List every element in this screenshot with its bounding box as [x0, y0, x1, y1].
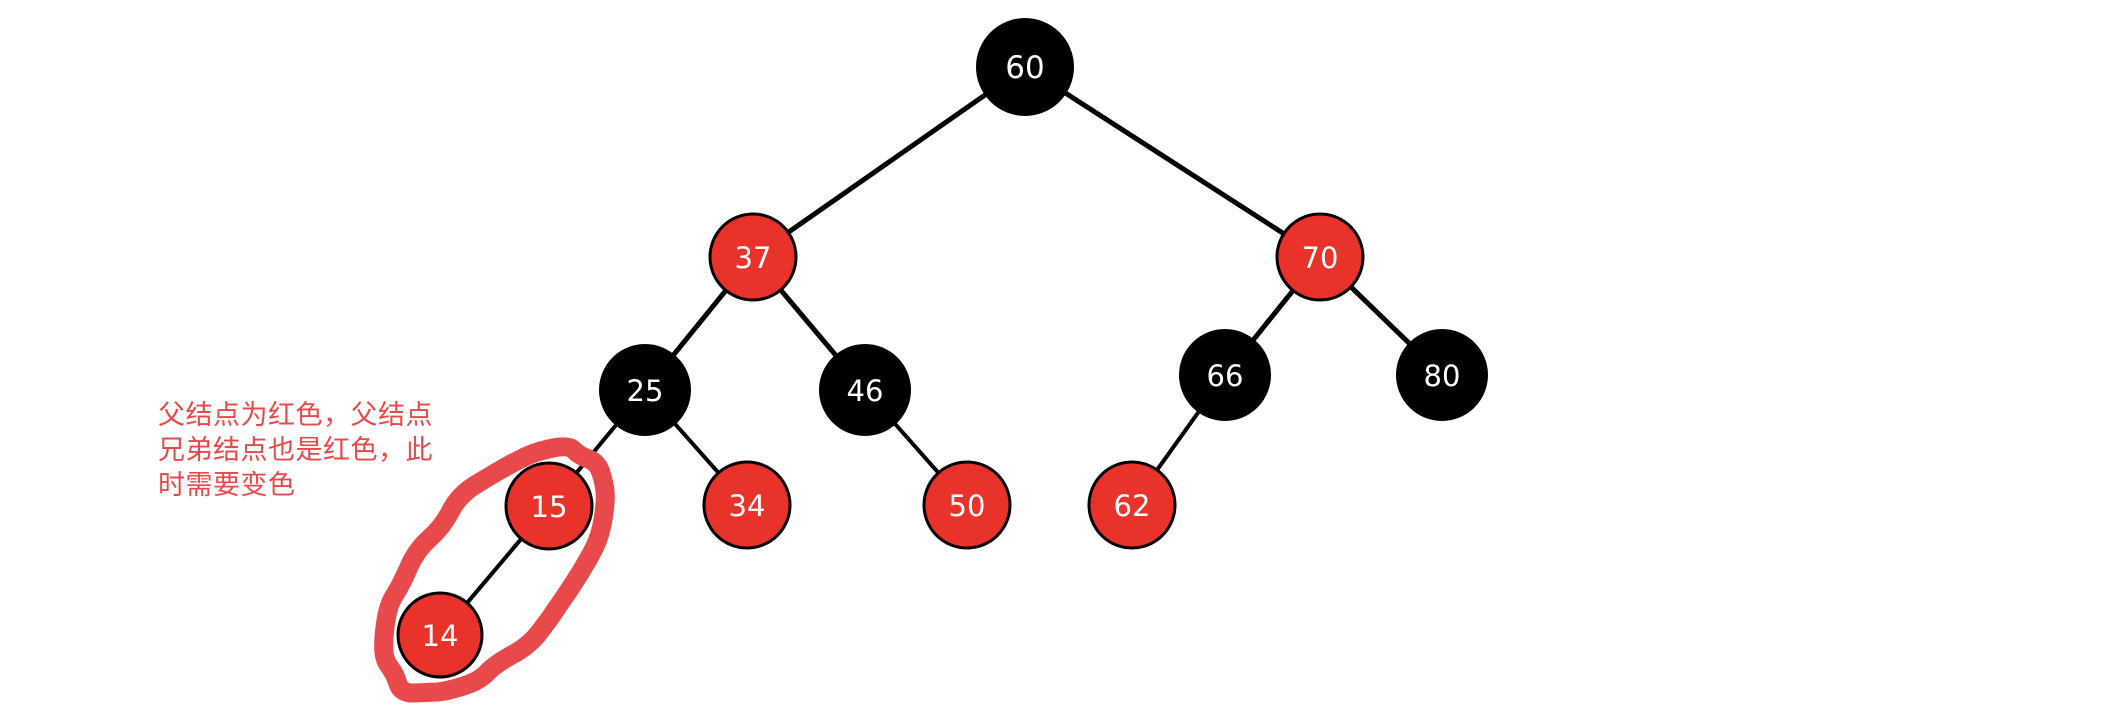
node-label-62: 62 — [1114, 489, 1151, 523]
tree-edge-60-37 — [783, 90, 991, 237]
tree-edge-70-80 — [1346, 282, 1415, 349]
node-circle-34 — [702, 460, 792, 550]
node-circle-66 — [1179, 329, 1271, 421]
tree-edge-60-70 — [1060, 88, 1289, 238]
tree-node-37[interactable]: 37 — [708, 212, 798, 302]
node-circle-50 — [922, 460, 1012, 550]
node-circle-14 — [396, 591, 484, 679]
tree-edge-66-62 — [1153, 407, 1203, 475]
node-circle-15 — [504, 461, 594, 551]
tree-node-15[interactable]: 15 — [504, 461, 594, 551]
node-label-15: 15 — [531, 490, 568, 524]
node-label-60: 60 — [1005, 50, 1044, 86]
node-circle-60 — [976, 18, 1074, 116]
annotation-highlight-layer — [374, 437, 615, 703]
tree-edge-37-25 — [668, 285, 731, 360]
annotation-oval-highlight — [374, 437, 615, 703]
tree-node-60[interactable]: 60 — [976, 18, 1074, 116]
node-circle-37 — [708, 212, 798, 302]
tree-node-25[interactable]: 25 — [599, 344, 691, 436]
tree-edges-layer — [463, 88, 1415, 608]
node-label-46: 46 — [847, 374, 884, 408]
tree-node-34[interactable]: 34 — [702, 460, 792, 550]
node-circle-46 — [819, 344, 911, 436]
node-circle-70 — [1275, 212, 1365, 302]
tree-node-66[interactable]: 66 — [1179, 329, 1271, 421]
node-label-66: 66 — [1207, 359, 1244, 393]
node-circle-80 — [1396, 329, 1488, 421]
tree-nodes-layer: 60 37 70 25 46 66 80 15 34 50 62 14 — [396, 18, 1488, 679]
node-circle-62 — [1087, 460, 1177, 550]
tree-edge-15-14 — [463, 534, 526, 608]
tree-edge-46-50 — [890, 419, 943, 478]
tree-node-80[interactable]: 80 — [1396, 329, 1488, 421]
tree-edge-70-66 — [1248, 285, 1298, 345]
node-label-80: 80 — [1424, 359, 1461, 393]
annotation-note-text: 父结点为红色，父结点 兄弟结点也是红色，此 时需要变色 — [158, 400, 433, 502]
tree-node-70[interactable]: 70 — [1275, 212, 1365, 302]
tree-edge-25-34 — [670, 419, 723, 478]
node-label-14: 14 — [422, 619, 459, 653]
node-label-25: 25 — [627, 374, 664, 408]
tree-node-46[interactable]: 46 — [819, 344, 911, 436]
tree-edge-37-46 — [776, 285, 841, 361]
node-label-37: 37 — [735, 241, 772, 275]
node-label-50: 50 — [949, 489, 986, 523]
tree-node-50[interactable]: 50 — [922, 460, 1012, 550]
node-label-70: 70 — [1302, 241, 1339, 275]
node-circle-25 — [599, 344, 691, 436]
tree-node-14[interactable]: 14 — [396, 591, 484, 679]
node-label-34: 34 — [729, 489, 766, 523]
tree-node-62[interactable]: 62 — [1087, 460, 1177, 550]
